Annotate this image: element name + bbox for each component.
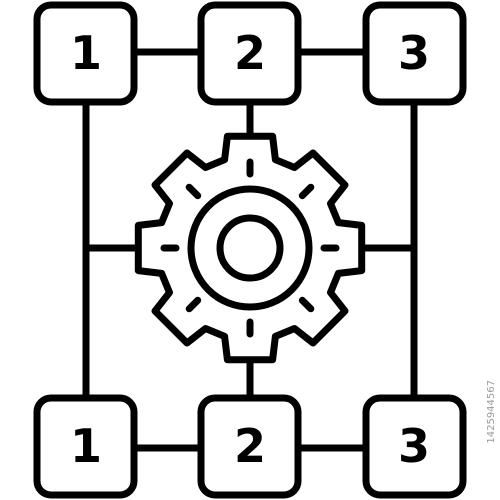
bottom-row: 1 2 3 [33,394,467,499]
top-row: 1 2 3 [33,1,467,106]
bottom-box-2 [197,394,302,499]
watermark-id: 1425944567 [486,380,497,444]
gear-tick-mark [298,183,315,200]
bottom-box-1-number: 1 [70,419,102,473]
bottom-box-1 [33,394,138,499]
top-box-3-number: 3 [398,26,430,80]
top-box-1-number: 1 [70,26,102,80]
gear-tick-mark [298,296,315,313]
gear-icon [134,132,366,364]
top-box-3 [362,1,467,106]
top-box-1 [33,1,138,106]
top-box-2 [197,1,302,106]
bottom-box-3 [362,394,467,499]
gear-tick-mark [185,183,202,200]
top-box-2-number: 2 [234,26,266,80]
gear-ticks [160,158,340,338]
gear-inner-ring [216,214,284,282]
gear-tick-mark [185,296,202,313]
bottom-box-3-number: 3 [398,419,430,473]
bottom-box-2-number: 2 [234,419,266,473]
